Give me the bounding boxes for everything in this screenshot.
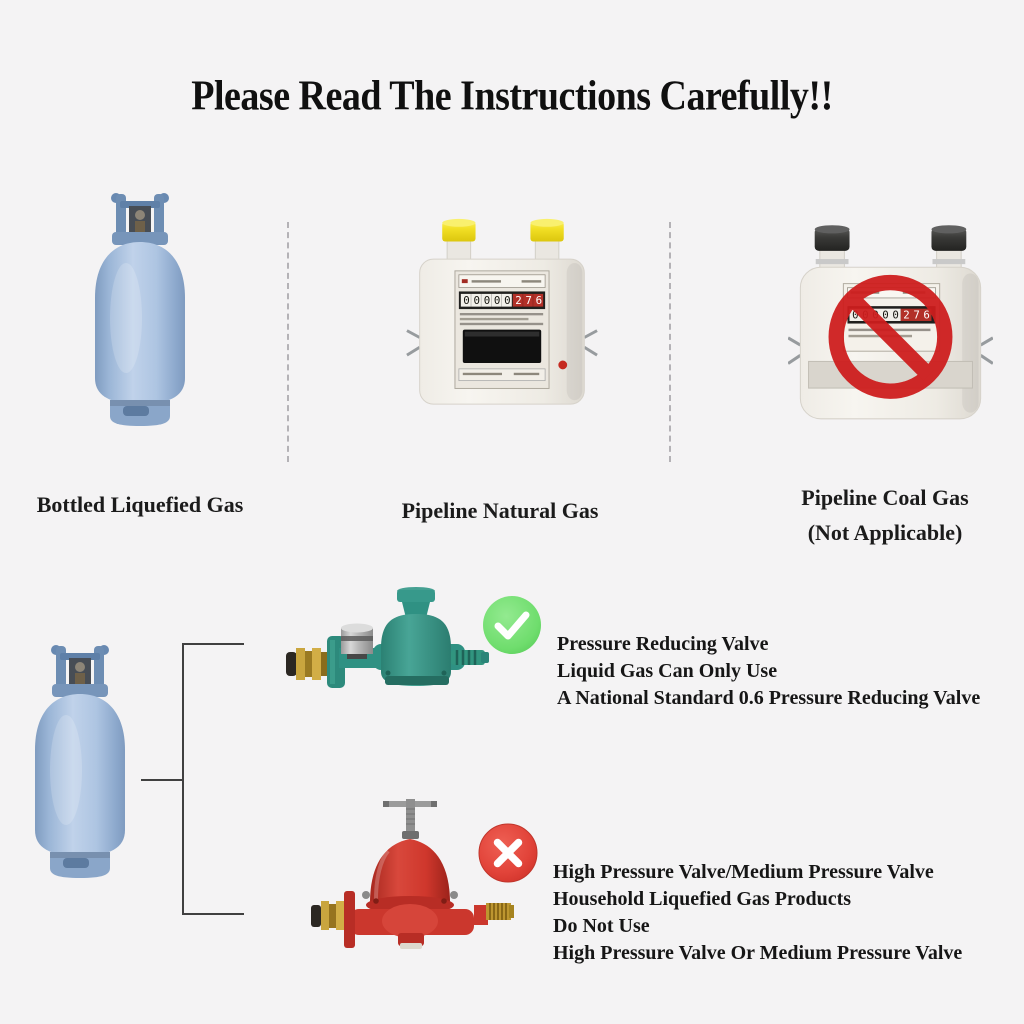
- mounting-bracket: [788, 336, 993, 365]
- connector-line-top: [182, 643, 244, 645]
- x-circle-icon: [478, 823, 538, 883]
- dark-cap: [931, 228, 967, 251]
- yellow-cap: [530, 221, 564, 242]
- gas-type-label-coal: Pipeline Coal Gas (Not Applicable): [760, 485, 1010, 546]
- check-circle-icon: [483, 596, 541, 654]
- prohibited-line-1: High Pressure Valve/Medium Pressure Valv…: [553, 861, 934, 883]
- gas-type-label-coal-name: Pipeline Coal Gas: [801, 485, 969, 510]
- counter-red-digits: 276: [515, 294, 546, 307]
- page-title: Please Read The Instructions Carefully!!: [191, 72, 833, 120]
- approved-line-2: Liquid Gas Can Only Use: [557, 660, 778, 682]
- yellow-cap: [442, 221, 476, 242]
- lpg-cylinder-photo-small: [35, 645, 125, 878]
- prohibition-icon: [828, 274, 953, 399]
- connector-line-middle: [141, 779, 184, 781]
- gas-type-label-lpg: Bottled Liquefied Gas: [36, 492, 244, 517]
- approved-line-1: Pressure Reducing Valve: [557, 633, 769, 655]
- dark-cap: [814, 228, 850, 251]
- gas-type-label-coal-note: (Not Applicable): [807, 520, 963, 545]
- gas-type-label-natural: Pipeline Natural Gas: [401, 498, 599, 523]
- approved-valve-text: Pressure Reducing Valve Liquid Gas Can O…: [557, 631, 1017, 712]
- prohibited-valve-text: High Pressure Valve/Medium Pressure Valv…: [553, 859, 1023, 967]
- lcd-window: [462, 329, 542, 363]
- red-indicator-dot: [558, 360, 568, 370]
- prohibited-line-3: Do Not Use: [553, 915, 650, 937]
- pressure-reducing-valve-photo: [286, 587, 489, 688]
- counter-display: 00000 276: [458, 291, 546, 310]
- connector-line-vertical: [182, 643, 184, 915]
- dashed-divider-left: [287, 222, 289, 462]
- connector-line-bottom: [182, 913, 244, 915]
- counter-black-digits: 00000: [463, 294, 514, 307]
- counter-red-digits: 276: [903, 308, 933, 321]
- prohibited-line-2: Household Liquefied Gas Products: [553, 888, 852, 910]
- approved-line-3: A National Standard 0.6 Pressure Reducin…: [557, 687, 981, 709]
- high-pressure-valve-photo: [311, 799, 514, 949]
- coal-gas-meter-photo: 00000 276: [788, 225, 993, 420]
- prohibited-line-4: High Pressure Valve Or Medium Pressure V…: [553, 942, 963, 964]
- dashed-divider-right: [669, 222, 671, 462]
- mounting-bracket: [406, 329, 598, 357]
- natural-gas-meter-photo: 00000 276: [406, 218, 598, 405]
- lpg-cylinder-photo: [95, 193, 185, 426]
